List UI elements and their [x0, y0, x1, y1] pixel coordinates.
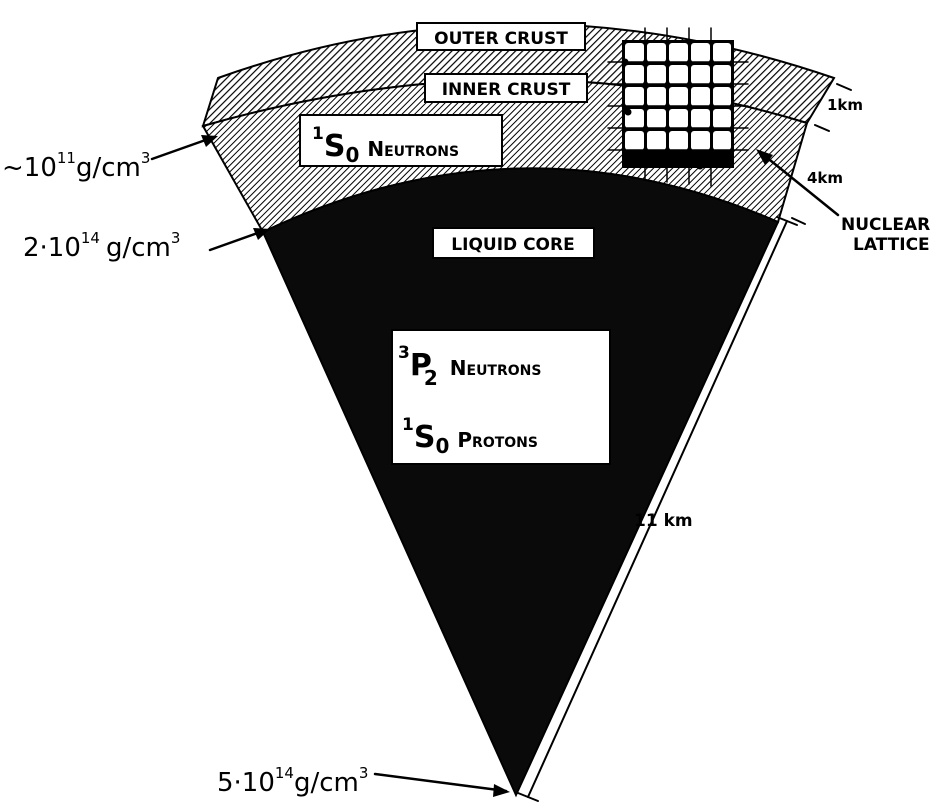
svg-text:11 km: 11 km	[634, 511, 693, 531]
outer-crust-label: OUTER CRUST	[416, 22, 586, 51]
outer-crust-dimension: 1km	[814, 83, 863, 132]
svg-text:OUTER CRUST: OUTER CRUST	[434, 29, 568, 49]
svg-text:LATTICE: LATTICE	[853, 235, 930, 255]
density-crust-boundary: ~1011g/cm3	[2, 135, 218, 183]
core-radius-dimension: 11 km	[517, 216, 798, 802]
svg-text:LIQUID CORE: LIQUID CORE	[451, 235, 574, 255]
svg-text:4km: 4km	[807, 169, 843, 187]
liquid-core-label: LIQUID CORE	[432, 227, 595, 259]
liquid-core-region	[261, 167, 780, 798]
svg-text:2·1014g/cm3: 2·1014g/cm3	[23, 229, 180, 263]
svg-text:1km: 1km	[827, 96, 863, 114]
svg-text:NUCLEAR: NUCLEAR	[841, 215, 930, 235]
nuclear-lattice	[607, 27, 749, 187]
svg-text:5·1014g/cm3: 5·1014g/cm3	[217, 764, 368, 798]
inner-crust-label: INNER CRUST	[424, 73, 588, 103]
svg-text:~1011g/cm3: ~1011g/cm3	[2, 149, 150, 183]
inner-crust-dimension: 4km	[791, 169, 843, 225]
density-center: 5·1014g/cm3	[217, 764, 510, 798]
svg-text:INNER CRUST: INNER CRUST	[442, 80, 571, 100]
nuclear-lattice-label: NUCLEAR LATTICE	[756, 149, 930, 255]
